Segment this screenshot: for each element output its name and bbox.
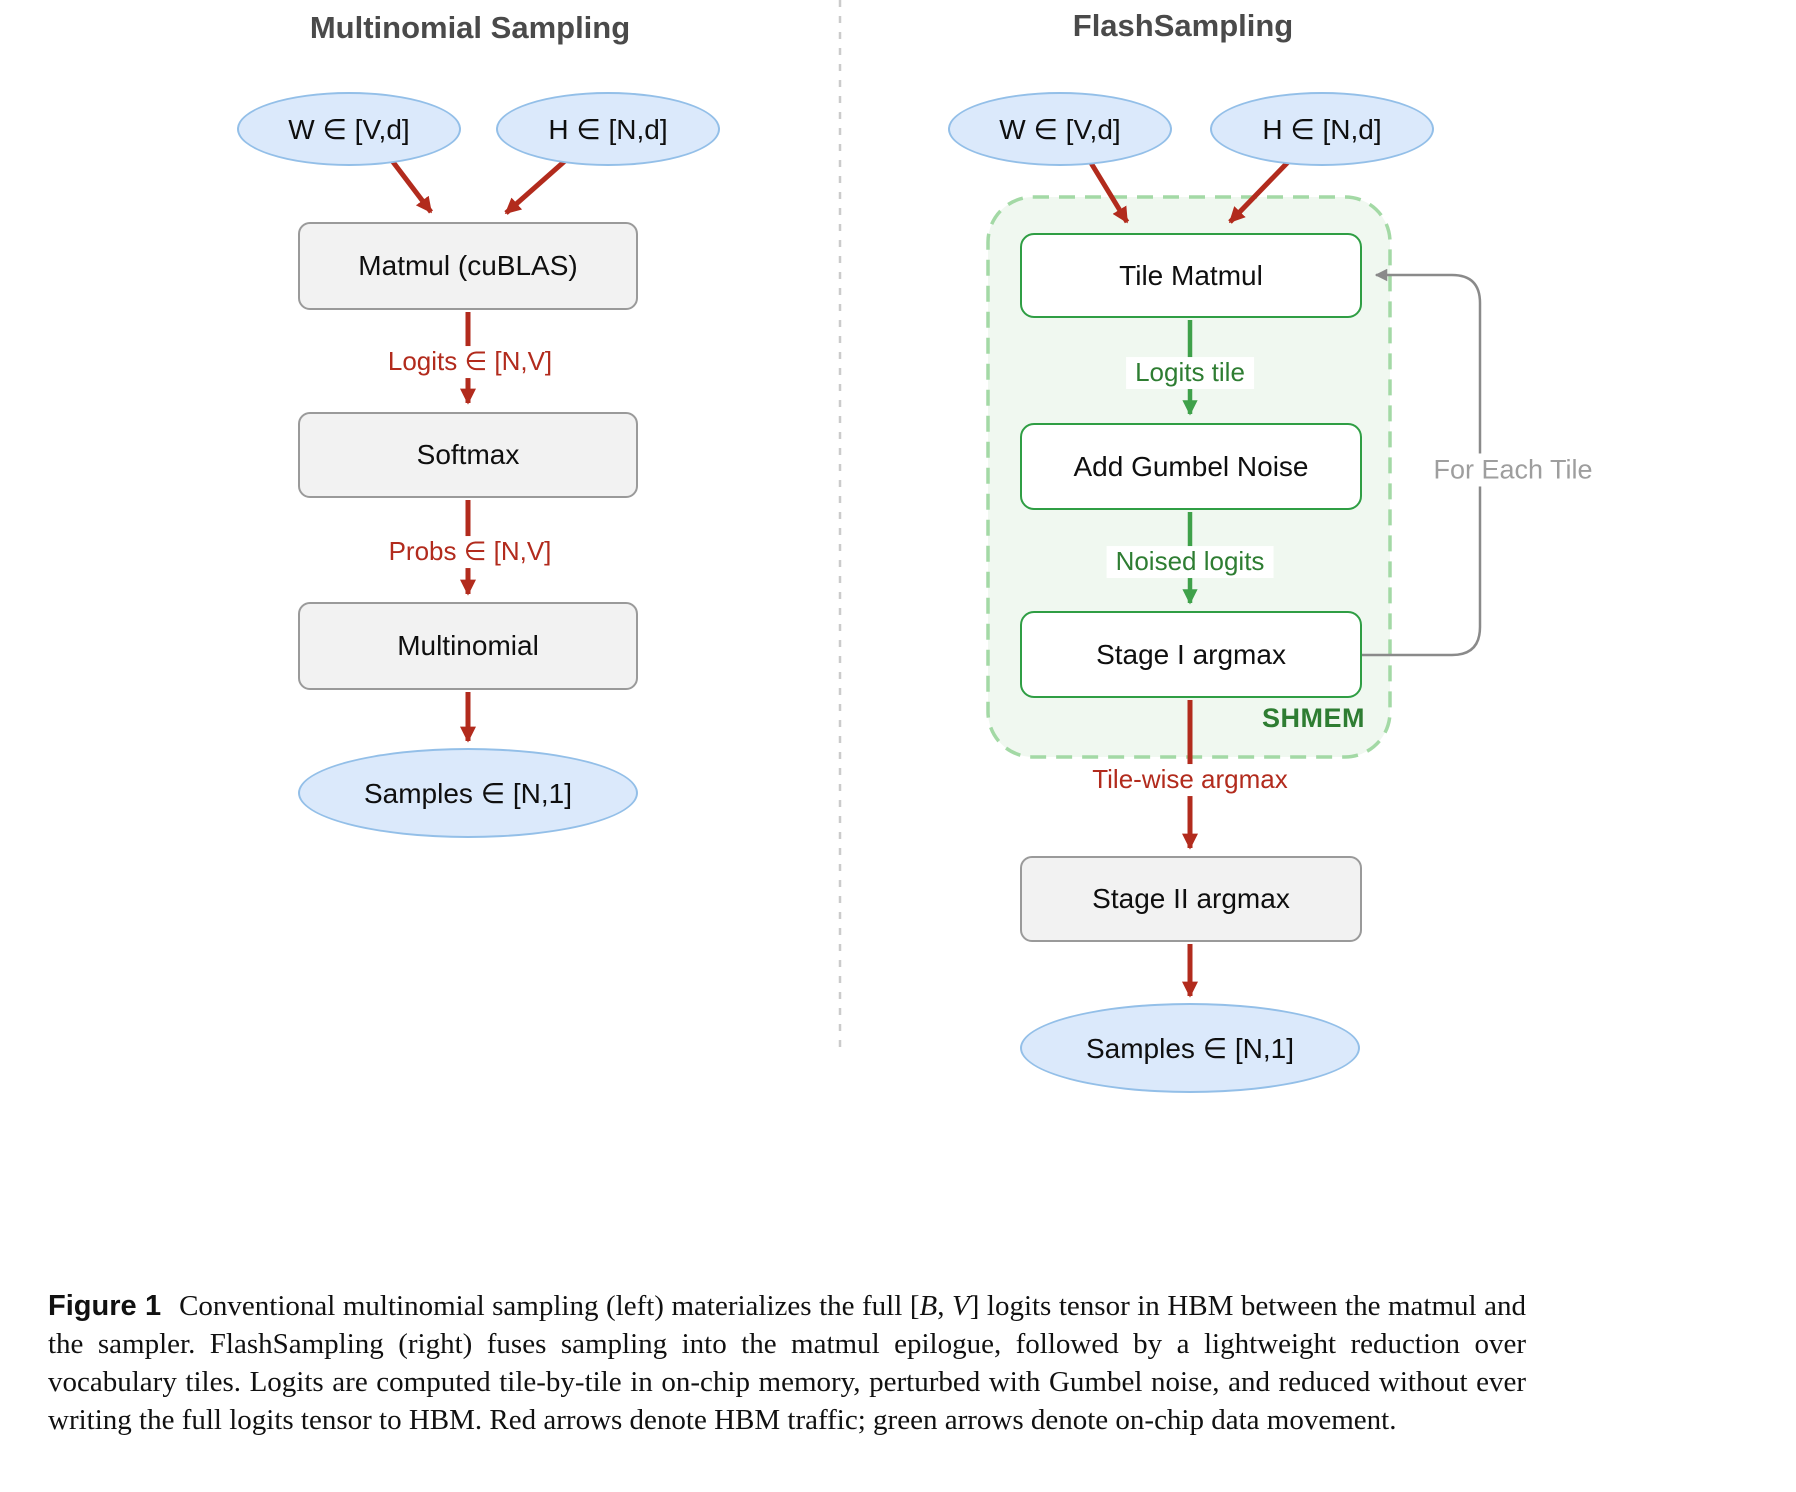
edge-label-noised-logits: Noised logits — [1106, 546, 1274, 578]
right-diagram-title: FlashSampling — [1072, 8, 1294, 43]
arrows-layer — [388, 0, 1482, 1055]
arrow-h-to-tilematmul — [1228, 158, 1292, 224]
left-diagram-title: Multinomial Sampling — [309, 10, 631, 45]
right-input-w-ellipse: W ∈ [V,d] — [948, 92, 1172, 166]
right-input-h-ellipse: H ∈ [N,d] — [1210, 92, 1434, 166]
figure-caption-text-1: Conventional multinomial sampling (left)… — [179, 1290, 920, 1322]
left-input-h-ellipse: H ∈ [N,d] — [496, 92, 720, 166]
arrow-w-to-matmul — [388, 156, 433, 214]
arrow-h-to-matmul — [504, 158, 568, 215]
left-output-samples-ellipse: Samples ∈ [N,1] — [298, 748, 638, 838]
figure-caption-label: Figure 1 — [48, 1290, 162, 1322]
figure-caption-text-2: ] logits tensor in HBM between the matmu… — [48, 1290, 1526, 1436]
node-multinomial: Multinomial — [298, 602, 638, 690]
edge-label-logits: Logits ∈ [N,V] — [378, 346, 562, 378]
shmem-label: SHMEM — [1262, 703, 1365, 733]
node-tile-matmul: Tile Matmul — [1020, 233, 1362, 318]
node-add-gumbel-noise: Add Gumbel Noise — [1020, 423, 1362, 510]
arrow-w-to-tilematmul — [1085, 156, 1130, 224]
figure-caption: Figure 1 Conventional multinomial samplin… — [48, 1287, 1526, 1439]
node-softmax: Softmax — [298, 412, 638, 498]
left-input-w-ellipse: W ∈ [V,d] — [237, 92, 461, 166]
edge-label-probs: Probs ∈ [N,V] — [379, 536, 561, 568]
node-matmul-cublas: Matmul (cuBLAS) — [298, 222, 638, 310]
edge-label-logits-tile: Logits tile — [1126, 357, 1254, 389]
loop-label-for-each-tile: For Each Tile — [1424, 453, 1602, 487]
node-stage1-argmax: Stage I argmax — [1020, 611, 1362, 698]
edge-label-tile-wise-argmax: Tile-wise argmax — [1083, 764, 1297, 796]
figure-caption-math-b: B — [919, 1290, 938, 1322]
figure-caption-math-v: V — [951, 1290, 970, 1322]
right-output-samples-ellipse: Samples ∈ [N,1] — [1020, 1003, 1360, 1093]
figure-caption-comma: , — [937, 1290, 952, 1322]
node-stage2-argmax: Stage II argmax — [1020, 856, 1362, 942]
